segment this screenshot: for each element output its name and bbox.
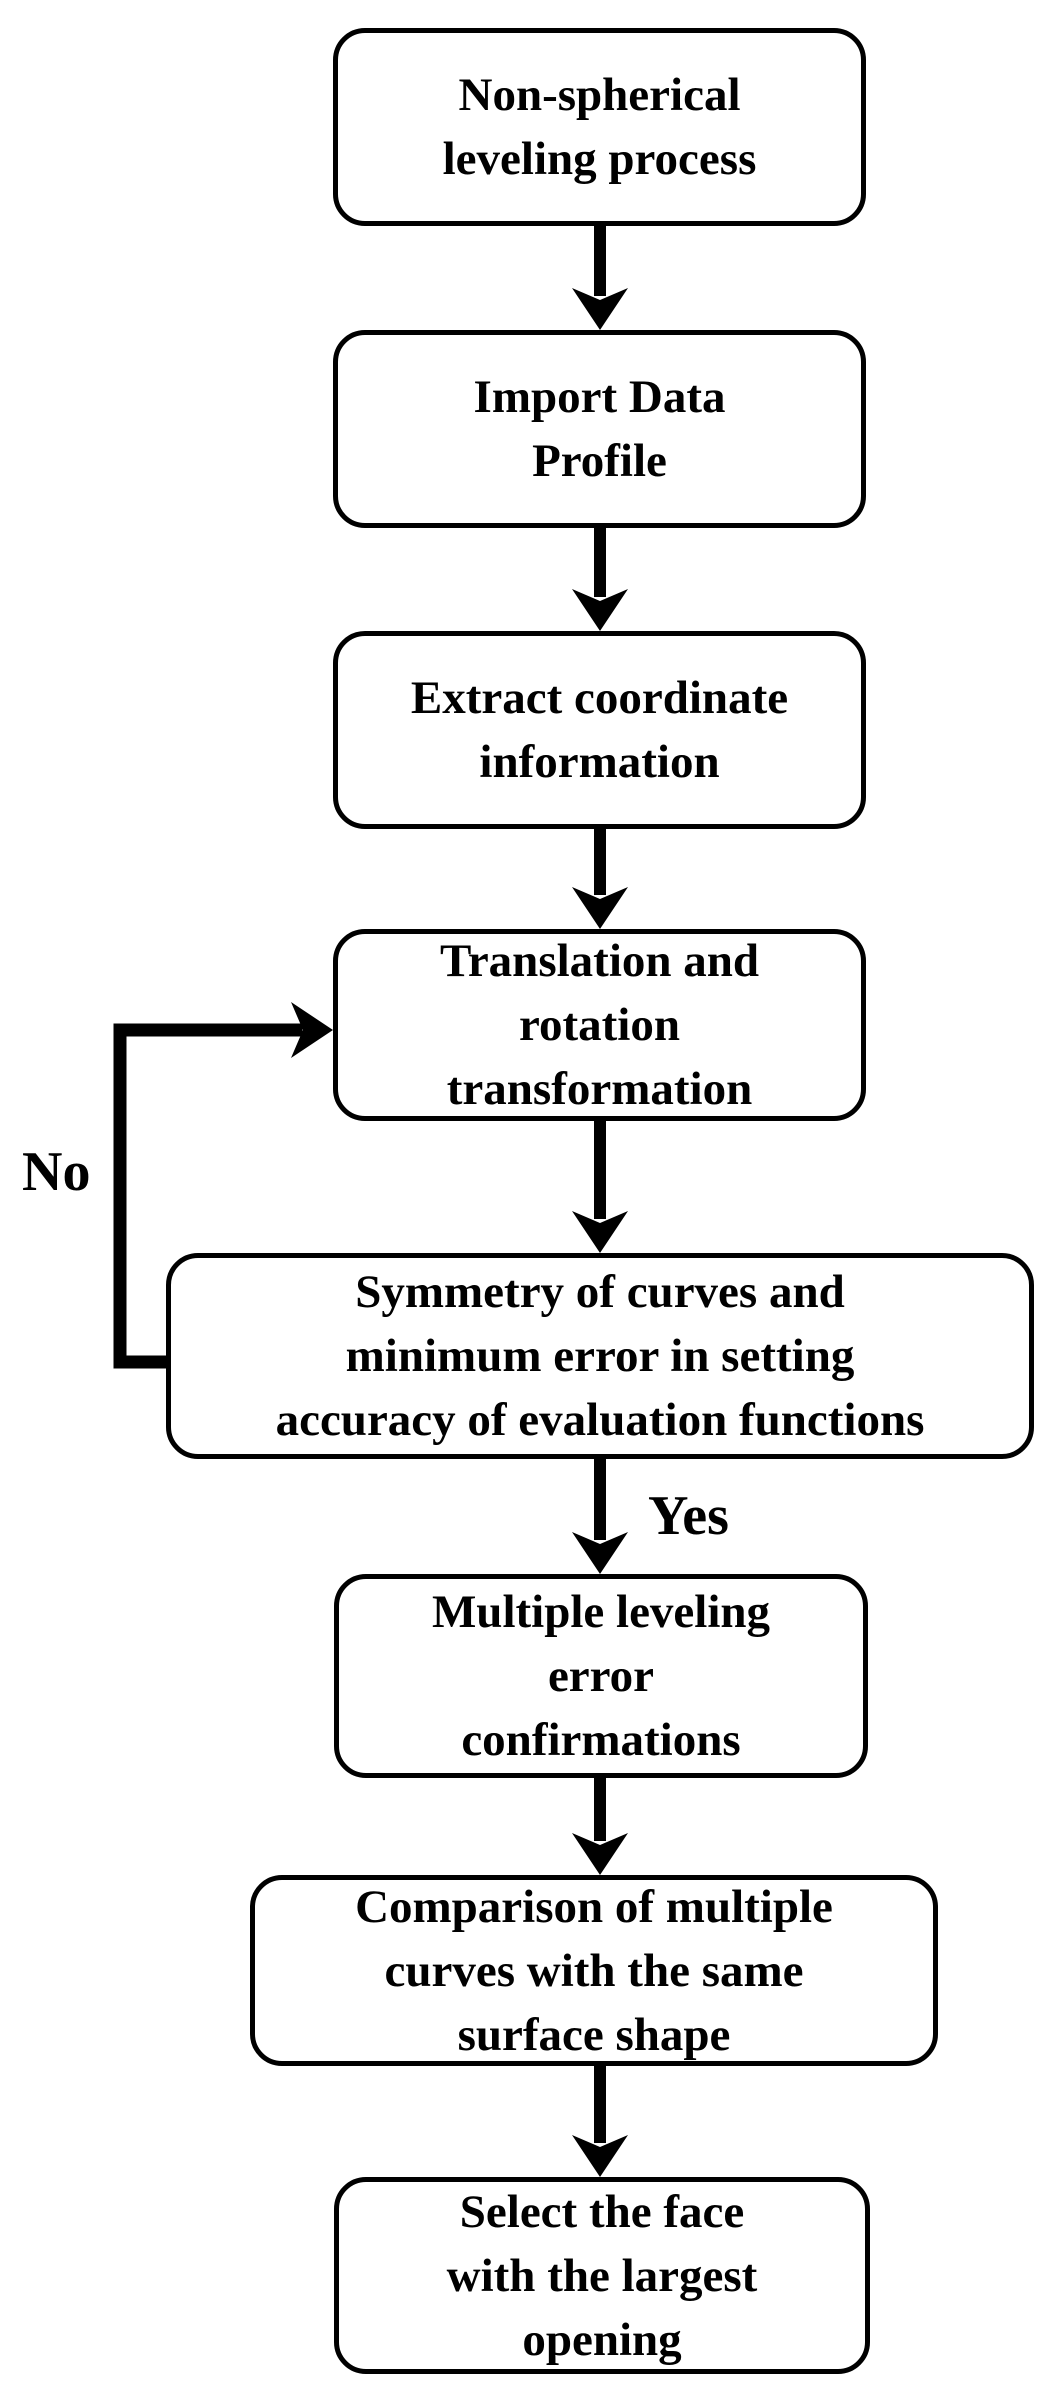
flow-box-comparison-multiple-curves: Comparison of multiple curves with the s… [250,1875,938,2066]
flow-box-line: transformation [446,1063,753,1115]
flow-box-line: Extract coordinate [410,672,789,724]
flow-box-line: surface shape [457,2008,731,2061]
flow-box-line: Select the face [459,2185,745,2238]
arrow-box2-to-box3 [572,524,628,631]
flow-box-line: Translation and [439,935,760,987]
flow-box-line: error [547,1650,655,1702]
flow-box-multiple-leveling-error-confirmations: Multiple leveling error confirmations [334,1574,868,1778]
arrow-box3-to-box4 [572,825,628,929]
arrow-box1-to-box2 [572,222,628,330]
flow-box-line: minimum error in setting [345,1330,855,1382]
flow-box-line: Import Data [473,371,726,423]
flow-box-symmetry-minimum-error-check: Symmetry of curves and minimum error in … [166,1253,1034,1459]
flow-box-line: rotation [518,999,680,1051]
flow-box-line: curves with the same [384,1944,804,1997]
no-edge-label: No [22,1141,91,1203]
flow-box-line: Profile [532,435,667,487]
flow-box-line: leveling process [442,133,757,185]
arrow-box4-to-box5 [572,1117,628,1253]
flow-box-non-spherical-leveling-process: Non-spherical leveling process [333,28,866,226]
flow-box-line: accuracy of evaluation functions [275,1394,925,1446]
flow-box-translation-rotation-transformation: Translation and rotation transformation [333,929,866,1121]
flow-box-select-face-largest-opening: Select the face with the largest opening [334,2177,870,2374]
flow-box-line: Non-spherical [458,69,741,121]
yes-edge-label: Yes [648,1485,729,1547]
flow-box-import-data-profile: Import Data Profile [333,330,866,528]
flow-box-line: Symmetry of curves and [355,1266,845,1318]
arrow-box6-to-box7 [572,1774,628,1875]
flow-box-line: with the largest [446,2249,758,2302]
flow-box-line: information [479,736,720,788]
arrow-box5-to-box6-yes [572,1455,628,1574]
flow-box-line: confirmations [461,1714,741,1766]
flow-box-line: Multiple leveling [431,1586,771,1638]
flow-box-extract-coordinate-information: Extract coordinate information [333,631,866,829]
flow-box-line: Comparison of multiple [355,1880,833,1933]
flow-box-line: opening [522,2313,682,2366]
arrow-box7-to-box8 [572,2062,628,2177]
